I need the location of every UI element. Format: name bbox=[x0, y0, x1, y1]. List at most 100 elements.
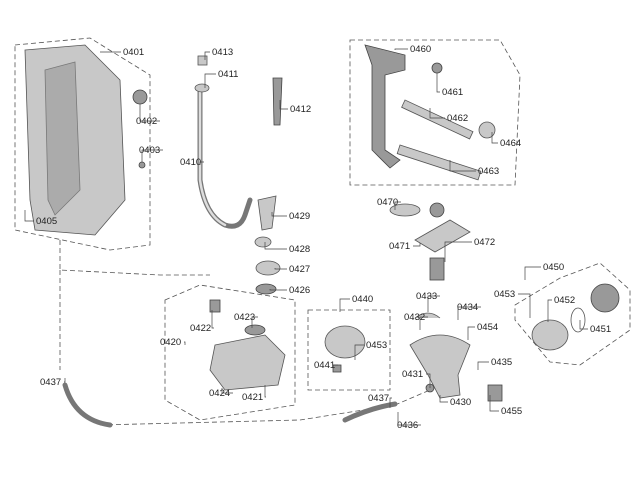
pump-wheel-part bbox=[324, 325, 366, 359]
part-label: 0453 bbox=[494, 289, 515, 300]
leader-line bbox=[264, 385, 266, 398]
hose-clamp-part bbox=[194, 83, 210, 93]
part-label: 0454 bbox=[477, 322, 498, 333]
funnel-part bbox=[257, 195, 277, 231]
leader-line bbox=[427, 295, 440, 312]
part-label: 0435 bbox=[491, 357, 512, 368]
leader-line bbox=[204, 51, 210, 60]
leader-line bbox=[271, 212, 287, 217]
seal-part bbox=[570, 307, 586, 333]
leader-line bbox=[389, 397, 392, 408]
spray-arm-upper-part bbox=[401, 99, 474, 140]
leader-line bbox=[204, 73, 216, 88]
pump-housing-part bbox=[531, 319, 569, 351]
dosing-valve-part bbox=[209, 299, 221, 313]
leader-line bbox=[24, 210, 34, 222]
leader-line bbox=[397, 412, 421, 426]
leader-line bbox=[221, 388, 233, 394]
part-label: 0427 bbox=[289, 264, 310, 275]
part-label: 0451 bbox=[590, 324, 611, 335]
nut-part bbox=[431, 62, 443, 74]
part-label: 0470 bbox=[377, 197, 398, 208]
drain-hose-part bbox=[62, 382, 113, 428]
filter-top-part bbox=[389, 203, 421, 217]
part-label: 0434 bbox=[457, 302, 478, 313]
leader-line bbox=[439, 395, 448, 403]
leader-line bbox=[413, 243, 421, 247]
leader-line bbox=[394, 48, 408, 50]
leader-line bbox=[279, 100, 288, 110]
spray-arm-lower-part bbox=[396, 144, 482, 181]
part-label: 0420 bbox=[160, 337, 181, 348]
part-label: 0437 bbox=[40, 377, 61, 388]
micro-filter-part bbox=[429, 257, 445, 281]
part-label: 0433 bbox=[416, 291, 437, 302]
leader-line bbox=[467, 326, 475, 340]
part-label: 0405 bbox=[36, 216, 57, 227]
leader-line bbox=[184, 341, 186, 345]
filter-ring-part bbox=[429, 202, 445, 218]
part-label: 0460 bbox=[410, 44, 431, 55]
leader-line bbox=[264, 242, 287, 250]
sump-part bbox=[409, 334, 471, 399]
part-label: 0421 bbox=[242, 392, 263, 403]
part-label: 0423 bbox=[234, 312, 255, 323]
part-label: 0424 bbox=[209, 388, 230, 399]
hose-clip-part bbox=[197, 55, 208, 66]
part-label: 0403 bbox=[139, 145, 160, 156]
part-label: 0402 bbox=[136, 116, 157, 127]
dosing-unit-part bbox=[209, 334, 286, 391]
screw-part bbox=[138, 161, 146, 169]
gasket-part bbox=[255, 283, 277, 295]
leader-line bbox=[199, 161, 204, 165]
leader-line bbox=[489, 395, 499, 412]
leader-line bbox=[547, 299, 552, 322]
part-label: 0462 bbox=[447, 113, 468, 124]
leader-line bbox=[449, 160, 476, 172]
part-label: 0441 bbox=[314, 360, 335, 371]
leader-line bbox=[394, 201, 401, 210]
group-outline-side-panel bbox=[14, 37, 151, 251]
part-label: 0428 bbox=[289, 244, 310, 255]
leader-line bbox=[274, 268, 287, 270]
filter-disc-part bbox=[478, 121, 496, 139]
part-label: 0461 bbox=[442, 87, 463, 98]
dosing-seal-part bbox=[244, 324, 266, 336]
part-label: 0464 bbox=[500, 138, 521, 149]
leader-line bbox=[419, 316, 428, 330]
leader-line bbox=[339, 298, 350, 312]
part-label: 0432 bbox=[404, 312, 425, 323]
part-label: 0450 bbox=[543, 262, 564, 273]
part-label: 0436 bbox=[397, 420, 418, 431]
part-label: 0430 bbox=[450, 397, 471, 408]
part-label: 0410 bbox=[180, 157, 201, 168]
leader-line bbox=[436, 73, 440, 93]
leader-line bbox=[354, 344, 364, 360]
pump-motor-part bbox=[487, 384, 503, 402]
group-outline-circulation-pump bbox=[514, 262, 631, 366]
cap-part bbox=[254, 236, 272, 248]
leader-line bbox=[64, 378, 66, 383]
leader-line bbox=[211, 310, 214, 329]
part-label: 0471 bbox=[389, 241, 410, 252]
leader-line bbox=[251, 316, 258, 328]
part-label: 0455 bbox=[501, 406, 522, 417]
leader-line bbox=[579, 320, 588, 330]
part-label: 0429 bbox=[289, 211, 310, 222]
spray-tube-part bbox=[364, 44, 406, 169]
leader-lines bbox=[24, 48, 588, 426]
leader-line bbox=[444, 241, 472, 262]
cover-part bbox=[255, 260, 281, 276]
part-label: 0472 bbox=[474, 237, 495, 248]
drain-hose-route bbox=[59, 240, 431, 426]
part-label: 0452 bbox=[554, 295, 575, 306]
leader-line bbox=[269, 289, 287, 291]
leader-line bbox=[426, 373, 431, 388]
leader-line bbox=[524, 266, 541, 280]
part-label: 0413 bbox=[212, 47, 233, 58]
leader-line bbox=[429, 108, 445, 119]
part-label: 0401 bbox=[123, 47, 144, 58]
part-label: 0431 bbox=[402, 369, 423, 380]
leader-line bbox=[332, 364, 338, 368]
